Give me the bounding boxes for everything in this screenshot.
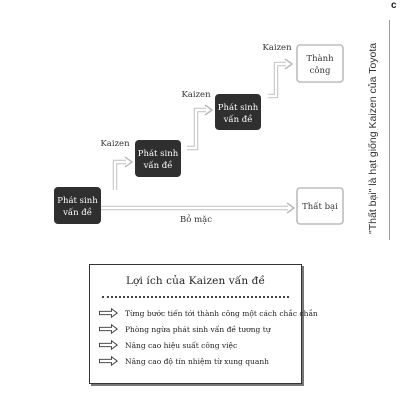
problem-step-1: Phát sinh vấn đề	[54, 187, 101, 224]
problem-step-3: Phát sinh vấn đề	[215, 94, 261, 130]
side-caption: "Thất bại" là hạt giống Kaizen của Toyot…	[367, 42, 379, 234]
kaizen-label-1: Kaizen	[100, 139, 130, 149]
problem-step-2: Phát sinh vấn đề	[135, 140, 181, 177]
success-line2: công	[310, 65, 331, 76]
success-box: Thành công	[296, 44, 344, 83]
edge-divider	[389, 20, 390, 240]
kaizen-arrow-3	[268, 58, 294, 99]
benefit-text: Phòng ngừa phát sinh vấn đề tương tự	[125, 324, 271, 334]
problem-step-2-line1: Phát sinh	[138, 148, 179, 159]
benefit-text: Từng bước tiến tới thành công một cách c…	[125, 308, 318, 318]
right-arrow-icon	[99, 340, 118, 350]
benefit-item: Từng bước tiến tới thành công một cách c…	[90, 305, 318, 321]
benefit-item: Nâng cao hiệu suất công việc	[90, 337, 301, 353]
dotted-divider	[102, 296, 289, 298]
right-arrow-icon	[99, 356, 118, 366]
benefits-title: Lợi ích của Kaizen vấn đề	[125, 275, 266, 287]
kaizen-arrow-1	[112, 156, 134, 190]
problem-step-3-line1: Phát sinh	[218, 102, 259, 113]
problem-step-1-line1: Phát sinh	[57, 195, 98, 206]
problem-step-3-line2: vấn đề	[223, 114, 253, 125]
problem-step-2-line2: vấn đề	[143, 160, 173, 171]
success-line1: Thành	[306, 53, 334, 64]
right-arrow-icon	[99, 324, 118, 334]
kaizen-label-2: Kaizen	[181, 90, 211, 100]
right-arrow-icon	[99, 308, 118, 318]
kaizen-arrow-2	[187, 104, 214, 151]
failure-box: Thất bại	[296, 187, 344, 225]
benefit-item: Phòng ngừa phát sinh vấn đề tương tự	[90, 321, 301, 337]
problem-step-1-line2: vấn đề	[62, 207, 92, 218]
failure-label: Thất bại	[302, 201, 338, 212]
ignore-arrow	[101, 202, 296, 214]
kaizen-label-3: Kaizen	[262, 43, 292, 53]
benefits-box: Lợi ích của Kaizen vấn đề Từng bước tiến…	[89, 264, 318, 384]
benefit-item: Nâng cao độ tín nhiệm từ xung quanh	[90, 353, 301, 369]
edge-mark: c	[391, 0, 397, 11]
ignore-label: Bỏ mặc	[180, 214, 212, 225]
benefits-list: Từng bước tiến tới thành công một cách c…	[90, 305, 318, 369]
benefit-text: Nâng cao hiệu suất công việc	[125, 340, 238, 350]
benefit-text: Nâng cao độ tín nhiệm từ xung quanh	[125, 356, 270, 366]
kaizen-staircase-diagram: Phát sinh vấn đề Phát sinh vấn đề Phát s…	[54, 43, 344, 225]
